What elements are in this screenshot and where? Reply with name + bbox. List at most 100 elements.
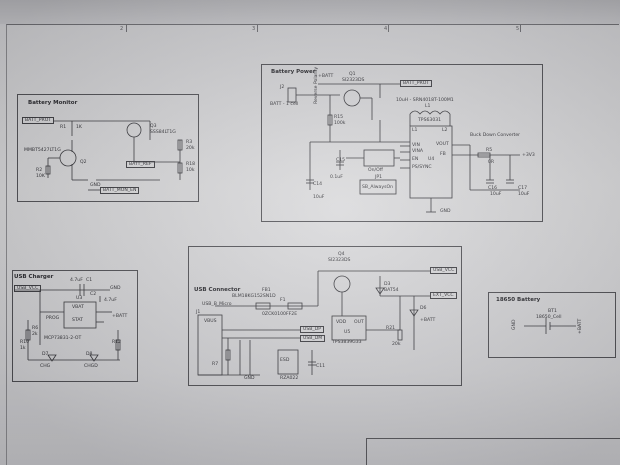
r1-label: R1: [60, 125, 67, 130]
q2-part: MMBT5427LT1G: [24, 148, 61, 153]
net-ext-vcc: EXT_VCC: [430, 292, 457, 299]
chgd-label: CHGD: [84, 364, 98, 369]
q2-ref: Q2: [80, 160, 87, 165]
gnd-label: GND: [90, 183, 101, 188]
jp1-ref: JP1: [375, 175, 383, 180]
pin-vina: VINA: [412, 149, 424, 154]
converter-label: Buck Down Converter: [470, 133, 521, 138]
charger-cap-value: 4.7uF: [70, 278, 83, 283]
q3-ref: Q3: [150, 124, 157, 129]
u4-ref: U4: [428, 157, 435, 162]
c14-label: C14: [313, 182, 323, 187]
r2-value: 10K: [36, 174, 45, 179]
net-usb-vcc: USB_VCC: [430, 267, 458, 274]
q4-value: SI2323DS: [328, 258, 351, 263]
u6-label: ESD: [280, 358, 290, 363]
solder-bridge-label: SB_AlwaysOn: [362, 185, 393, 190]
bt1-value: 18650_Cell: [536, 315, 562, 320]
u4-part: TPS63031: [418, 118, 442, 123]
battery-monitor-block: [17, 94, 199, 202]
f1-value: 0ZCK0100FF2E: [262, 312, 298, 317]
l1-ref: L1: [425, 104, 431, 109]
f1-label: F1: [280, 298, 286, 303]
usb-connector-title: USB Connector: [194, 287, 241, 293]
r15-label: R15: [334, 115, 344, 120]
j1-label: J1: [196, 310, 201, 315]
pin-vbat: VBAT: [72, 305, 84, 310]
c2-label: C2: [90, 292, 97, 297]
r6-value: 2k: [32, 332, 38, 337]
column-mark: 5: [516, 26, 520, 32]
u3-ref: U3: [76, 296, 83, 301]
r10-value: 1k: [20, 346, 26, 351]
battery-power-title: Battery Power: [271, 69, 316, 75]
bt1-label: BT1: [548, 309, 557, 314]
q4-ref: Q4: [338, 252, 345, 257]
r18-label: R18: [186, 162, 196, 167]
pin-vdd: VDD: [336, 320, 347, 325]
pin-l2: L2: [442, 128, 448, 133]
net-batt-mon-en: BATT_MON_EN: [100, 187, 140, 194]
net-usb-b-micro: USB_B_Micro: [202, 302, 232, 307]
gnd-label: GND: [512, 319, 517, 330]
batt-plus-label: +BATT: [318, 74, 334, 79]
c11-label: C11: [316, 364, 326, 369]
u5-ref: U5: [344, 330, 351, 335]
pin-ps-sync: PS/SYNC: [412, 165, 432, 170]
battery-power-block: [261, 64, 543, 222]
column-tick: [126, 24, 127, 32]
usb-charger-block: [12, 270, 138, 382]
gnd-label: GND: [110, 286, 121, 291]
r15-value: 100k: [334, 121, 346, 126]
plus-batt-label: +BATT: [112, 314, 128, 319]
plus-batt-label: +BATT: [578, 318, 583, 334]
c16-label: C16: [488, 186, 498, 191]
u6-value: RZA022: [280, 376, 299, 381]
chg-label: CHG: [40, 364, 51, 369]
c2-value: 4.7uF: [104, 298, 117, 303]
r5-value: 0R: [488, 160, 495, 165]
gnd-label: GND: [244, 376, 255, 381]
r3-label: R3: [186, 140, 193, 145]
c17-label: C17: [518, 186, 528, 191]
d6-label: D6: [420, 306, 427, 311]
q1-value: SI2323DS: [342, 78, 365, 83]
pin-en: EN: [412, 157, 419, 162]
c15-value: 0.1uF: [330, 175, 343, 180]
fb1-label: FB1: [262, 288, 271, 293]
r7-label: R7: [212, 362, 219, 367]
net-usb-dm: USB_DM: [300, 335, 326, 342]
d3-label: D3: [384, 282, 391, 287]
pin-vin: VIN: [412, 143, 420, 148]
net-batt-prot: BATT_PROT: [400, 80, 433, 87]
column-tick: [257, 24, 258, 32]
c14-value: 10uF: [313, 195, 325, 200]
q3-value: SSS84LT1G: [150, 130, 176, 135]
gnd-label: GND: [440, 209, 451, 214]
r10-label: R10: [20, 340, 30, 345]
battery-connector-label: BATT - 1 cell: [270, 102, 299, 107]
fb1-value: BLM18KG152SN1D: [232, 294, 276, 299]
net-usb-dp: USB_DP: [300, 326, 325, 333]
battery-18650-block: [488, 292, 616, 358]
column-tick: [520, 24, 521, 32]
c17-value: 10uF: [518, 192, 530, 197]
title-block: [366, 438, 620, 465]
vbus-label: VBUS: [204, 319, 217, 324]
d8-label: D8: [86, 352, 93, 357]
usb-connector-block: [188, 246, 462, 386]
d3-value: BAT54: [384, 288, 399, 293]
pin-vout: VOUT: [436, 142, 449, 147]
r2-label: R2: [36, 168, 43, 173]
v-out-label: +3V3: [522, 153, 535, 158]
pin-stat: STAT: [72, 318, 83, 323]
d7-label: D7: [42, 352, 49, 357]
column-mark: 2: [120, 26, 124, 32]
plus-batt-label: +BATT: [420, 318, 436, 323]
pin-out: OUT: [354, 320, 364, 325]
